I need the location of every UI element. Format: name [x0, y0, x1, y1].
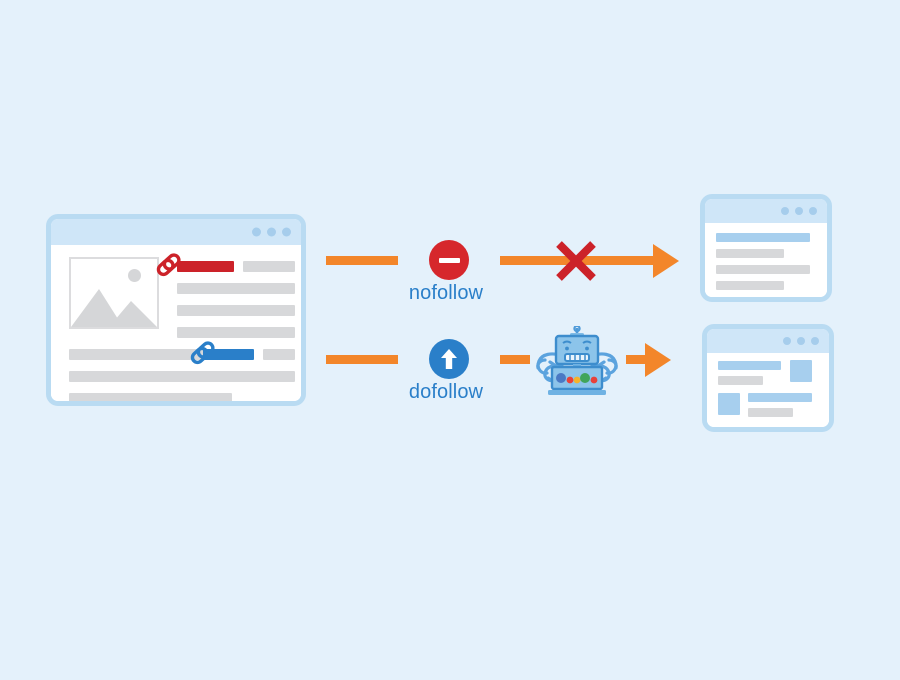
thumbnail-block: [790, 360, 812, 382]
image-sun-icon: [128, 269, 141, 282]
chain-link-icon[interactable]: [151, 247, 185, 281]
destination-page-blocked: [700, 194, 832, 302]
image-placeholder-icon: [69, 257, 159, 329]
content-block: [748, 393, 812, 402]
dofollow-label: dofollow: [408, 381, 484, 403]
window-dot-icon[interactable]: [795, 207, 803, 215]
window-dot-icon[interactable]: [282, 227, 291, 237]
source-web-page: [46, 214, 306, 406]
text-line: [243, 261, 295, 272]
destination-bottom-titlebar: [707, 329, 829, 353]
anchor-text-nofollow[interactable]: [177, 261, 234, 272]
text-line: [177, 305, 295, 316]
content-block: [716, 265, 810, 274]
search-bot-robot-icon[interactable]: [532, 326, 622, 398]
text-line: [177, 283, 295, 294]
destination-top-window-dots: [781, 207, 817, 215]
source-page-body: [51, 245, 301, 401]
image-mountain-icon: [71, 289, 157, 327]
arrow-up-glyph: [441, 349, 457, 369]
window-dot-icon[interactable]: [252, 227, 261, 237]
chain-link-icon[interactable]: [185, 335, 219, 369]
no-entry-bar: [438, 257, 460, 263]
arrow-up-circle-icon[interactable]: [429, 339, 469, 379]
content-block: [716, 281, 784, 290]
dofollow-link-segment-mid: [500, 355, 530, 364]
no-entry-icon[interactable]: [429, 240, 469, 280]
arrow-right-icon: [645, 343, 671, 377]
destination-top-body: [705, 223, 827, 297]
text-line: [69, 371, 295, 382]
source-page-window-dots: [252, 227, 291, 237]
arrow-right-icon: [653, 244, 679, 278]
anchor-text-dofollow[interactable]: [203, 349, 254, 360]
content-block: [748, 408, 793, 417]
destination-bottom-body: [707, 353, 829, 427]
window-dot-icon[interactable]: [797, 337, 805, 345]
nofollow-link-segment-right: [500, 256, 665, 265]
destination-top-titlebar: [705, 199, 827, 223]
red-cross-icon: [556, 241, 596, 281]
destination-bottom-window-dots: [783, 337, 819, 345]
content-block: [716, 233, 810, 242]
text-line: [69, 349, 204, 360]
window-dot-icon[interactable]: [267, 227, 276, 237]
window-dot-icon[interactable]: [809, 207, 817, 215]
content-block: [718, 361, 781, 370]
window-dot-icon[interactable]: [811, 337, 819, 345]
content-block: [716, 249, 784, 258]
nofollow-label: nofollow: [408, 282, 484, 304]
dofollow-link-segment-right: [626, 355, 648, 364]
nofollow-link-segment-left: [326, 256, 398, 265]
text-line: [263, 349, 295, 360]
destination-page-crawled: [702, 324, 834, 432]
content-block: [718, 376, 763, 385]
dofollow-link-segment-left: [326, 355, 398, 364]
source-page-titlebar: [51, 219, 301, 245]
text-line: [177, 327, 295, 338]
thumbnail-block: [718, 393, 740, 415]
window-dot-icon[interactable]: [783, 337, 791, 345]
window-dot-icon[interactable]: [781, 207, 789, 215]
text-line: [69, 393, 232, 401]
